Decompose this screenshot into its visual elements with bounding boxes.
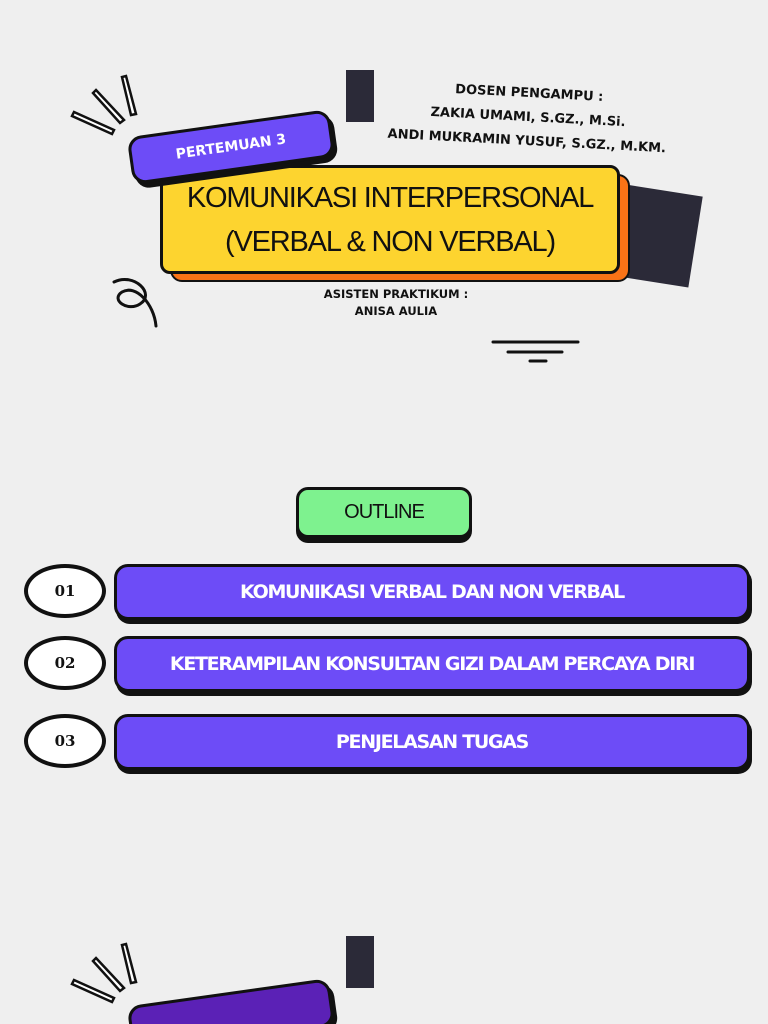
asisten-name: ANISA AULIA — [354, 304, 438, 318]
dark-rect-decoration — [346, 936, 374, 988]
outline-item-label: PENJELASAN TUGAS — [335, 731, 529, 753]
outline-button: OUTLINE — [296, 487, 472, 538]
outline-label: OUTLINE — [344, 501, 425, 523]
asisten-heading: ASISTEN PRAKTIKUM : — [323, 287, 469, 301]
squiggle-icon — [112, 278, 158, 328]
dark-rect-decoration — [346, 70, 374, 122]
pertemuan-label: PERTEMUAN 3 — [174, 131, 288, 163]
stacked-lines-icon — [491, 340, 580, 363]
item-number-01: 01 — [24, 564, 106, 618]
outline-item-1[interactable]: KOMUNIKASI VERBAL DAN NON VERBAL — [114, 564, 750, 620]
title-line-2: (VERBAL & NON VERBAL) — [225, 225, 556, 258]
asisten-block: ASISTEN PRAKTIKUM : ANISA AULIA — [296, 286, 496, 320]
title-box: KOMUNIKASI INTERPERSONAL (VERBAL & NON V… — [160, 165, 620, 274]
slide-1: DOSEN PENGAMPU : ZAKIA UMAMI, S.GZ., M.S… — [0, 0, 768, 380]
outline-item-label: KETERAMPILAN KONSULTAN GIZI DALAM PERCAY… — [169, 653, 696, 675]
pertemuan-badge-partial — [126, 978, 336, 1024]
slide-3-partial — [0, 920, 768, 1024]
outline-item-3[interactable]: PENJELASAN TUGAS — [114, 714, 750, 770]
slide-2: OUTLINE 01 KOMUNIKASI VERBAL DAN NON VER… — [0, 440, 768, 840]
outline-item-label: KOMUNIKASI VERBAL DAN NON VERBAL — [240, 581, 625, 603]
outline-item-2[interactable]: KETERAMPILAN KONSULTAN GIZI DALAM PERCAY… — [114, 636, 750, 692]
title-line-1: KOMUNIKASI INTERPERSONAL — [186, 181, 594, 214]
dosen-block: DOSEN PENGAMPU : ZAKIA UMAMI, S.GZ., M.S… — [376, 74, 679, 162]
item-number-03: 03 — [24, 714, 106, 768]
item-number-02: 02 — [24, 636, 106, 690]
burst-lines-icon — [70, 74, 138, 136]
burst-lines-icon — [70, 942, 138, 1004]
